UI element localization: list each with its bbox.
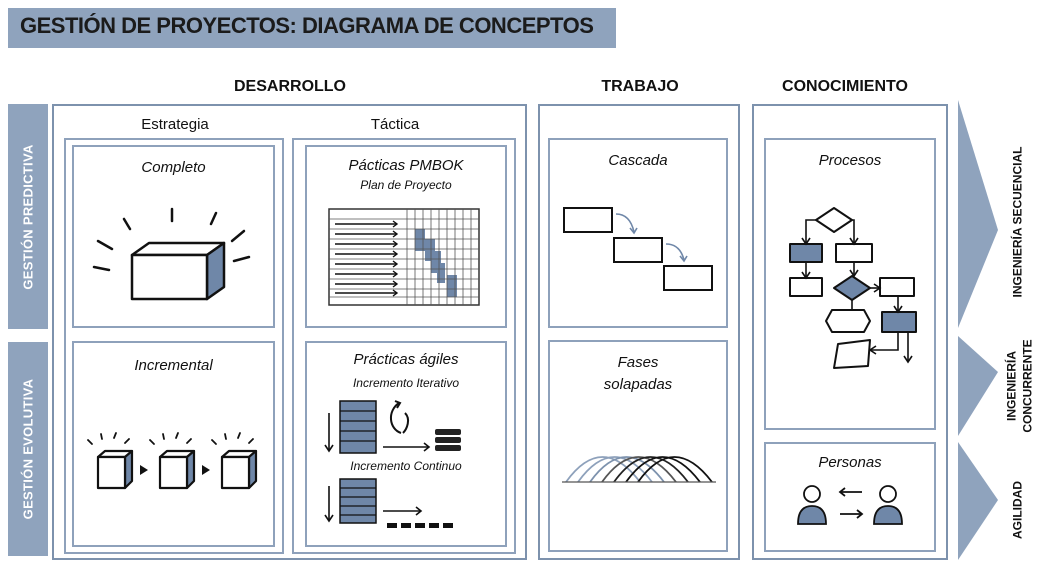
box-burst-illustration — [92, 207, 251, 301]
arrow-secuencial — [958, 100, 998, 328]
card-personas: Personas — [764, 442, 936, 552]
card-title-personas: Personas — [818, 454, 882, 471]
card-title-procesos: Procesos — [818, 152, 882, 169]
overlapping-phases-illustration — [562, 456, 716, 483]
gantt-plan-illustration — [328, 208, 480, 306]
card-title-fases-1: Fases — [617, 354, 659, 371]
card-incremental: Incremental — [72, 341, 275, 547]
process-flowchart-illustration — [789, 207, 917, 369]
label-concurrente-line2: CONCURRENTE — [1020, 339, 1035, 433]
column-header-desarrollo: DESARROLLO — [234, 78, 346, 95]
card-subtitle-continuo: Incremento Continuo — [350, 459, 462, 473]
title-bar — [8, 8, 616, 48]
card-subtitle-pmbok: Plan de Proyecto — [360, 178, 452, 192]
row-label-evolutiva: GESTIÓN EVOLUTIVA — [20, 378, 36, 520]
estrategia-column — [64, 138, 284, 554]
label-agilidad: AGILIDAD — [1010, 481, 1025, 539]
waterfall-illustration — [563, 207, 713, 291]
row-band-predictiva: GESTIÓN PREDICTIVA — [8, 104, 48, 329]
row-band-evolutiva: GESTIÓN EVOLUTIVA — [8, 342, 48, 556]
subheader-estrategia: Estrategia — [141, 116, 209, 133]
card-title-completo: Completo — [141, 159, 206, 176]
column-header-conocimiento: CONOCIMIENTO — [782, 78, 908, 95]
agile-increments-illustration — [324, 400, 461, 528]
subheader-tactica: Táctica — [370, 116, 420, 133]
card-pmbok: Pácticas PMBOK Plan de Proyecto — [305, 145, 507, 328]
people-collaboration-illustration — [797, 485, 903, 525]
column-header-trabajo: TRABAJO — [601, 78, 679, 95]
card-practicas-agiles: Prácticas ágiles Incremento Iterativo In… — [305, 341, 507, 547]
card-title-incremental: Incremental — [134, 357, 213, 374]
card-title-cascada: Cascada — [608, 152, 668, 169]
arrow-concurrente — [958, 336, 998, 436]
page-title: GESTIÓN DE PROYECTOS: DIAGRAMA DE CONCEP… — [20, 13, 594, 38]
incremental-boxes-illustration — [87, 432, 258, 490]
label-ingenieria-secuencial: INGENIERÍA SECUENCIAL — [1010, 146, 1025, 298]
label-concurrente-line1: INGENIERÍA — [1004, 350, 1019, 422]
right-arrow-bands — [958, 100, 998, 560]
card-cascada: Cascada — [548, 138, 728, 328]
card-title-fases-2: solapadas — [603, 376, 673, 393]
card-completo: Completo — [72, 145, 275, 328]
card-fases-solapadas: Fases solapadas — [548, 340, 728, 552]
row-label-predictiva: GESTIÓN PREDICTIVA — [20, 143, 36, 290]
card-procesos: Procesos — [764, 138, 936, 430]
tactica-column — [292, 138, 516, 554]
card-subtitle-iterativo: Incremento Iterativo — [352, 376, 460, 390]
card-title-pmbok: Pácticas PMBOK — [348, 157, 464, 174]
arrow-agilidad — [958, 442, 998, 560]
card-title-agiles: Prácticas ágiles — [353, 351, 459, 368]
